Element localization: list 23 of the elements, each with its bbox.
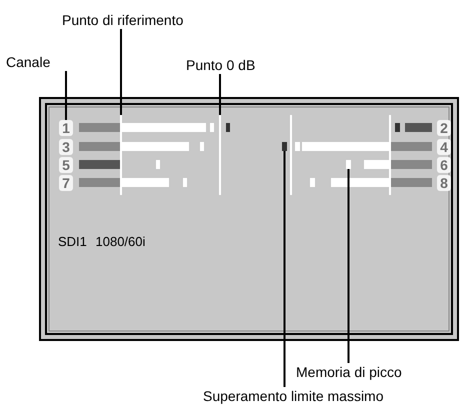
leader-line	[348, 169, 350, 363]
channel-number: 6	[437, 157, 451, 173]
channel-number: 1	[59, 120, 73, 136]
reference-line	[120, 115, 122, 195]
channel-number: 2	[437, 120, 451, 136]
callout-text: Canale	[6, 54, 50, 70]
callout-text: Punto 0 dB	[186, 57, 256, 73]
callout-text: Punto di riferimento	[62, 12, 184, 28]
channel-number: 4	[437, 139, 451, 155]
over-indicator	[282, 142, 287, 151]
zero-db-line	[219, 115, 221, 195]
leader-line	[284, 151, 286, 387]
leader-line	[120, 29, 122, 115]
leader-line	[219, 74, 221, 115]
channel-number: 3	[59, 139, 73, 155]
channel-number: 8	[437, 175, 451, 191]
channel-number: 5	[59, 157, 73, 173]
callout-text: Superamento limite massimo	[203, 388, 384, 404]
callout-text: Memoria di picco	[296, 364, 402, 380]
peak-hold-mark	[346, 160, 351, 169]
channel-number: 7	[59, 175, 73, 191]
leader-line	[65, 71, 67, 120]
signal-format-text: SDI1 1080/60i	[58, 234, 146, 249]
